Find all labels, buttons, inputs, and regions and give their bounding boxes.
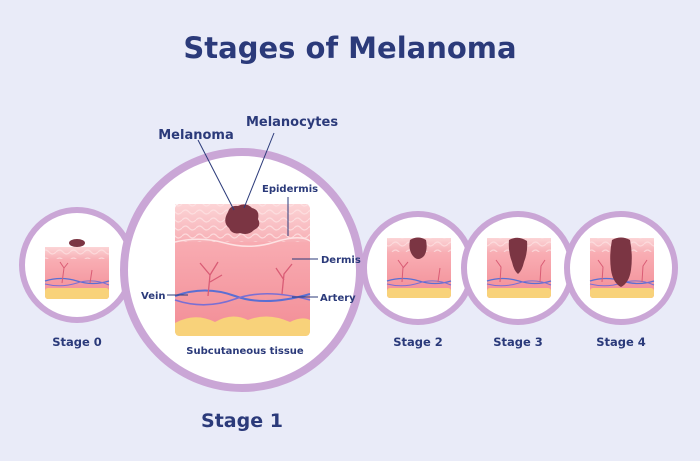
stage-2-illustration [361,211,475,325]
stage-1-artery [174,292,311,306]
stage-1-fat [175,316,310,336]
stage-2-tumor [409,237,427,259]
stage-0-tumor [69,239,85,247]
stage-3-tumor [508,237,528,274]
stage-1-tumor [225,204,260,234]
stage-0-illustration [19,207,135,323]
label-artery: Artery [320,293,356,304]
stage-1-callouts [167,132,318,298]
label-melanocytes: Melanocytes [246,115,338,130]
stage-4-tumor [610,237,632,287]
stage-0-label: Stage 0 [52,335,102,349]
stage-1-label: Stage 1 [201,410,283,432]
label-melanoma: Melanoma [158,128,234,143]
stage-4-illustration [564,211,678,325]
label-epidermis: Epidermis [262,184,318,195]
stage-4-label: Stage 4 [596,335,646,349]
stage-3-illustration [461,211,575,325]
stage-3-label: Stage 3 [493,335,543,349]
label-vein: Vein [141,291,166,302]
page-title: Stages of Melanoma [183,31,516,65]
stage-1-illustration [120,148,364,392]
label-dermis: Dermis [321,255,361,266]
stage-1-vein [174,289,311,303]
stage-2-label: Stage 2 [393,335,443,349]
label-subcutaneous-tissue: Subcutaneous tissue [186,346,304,357]
